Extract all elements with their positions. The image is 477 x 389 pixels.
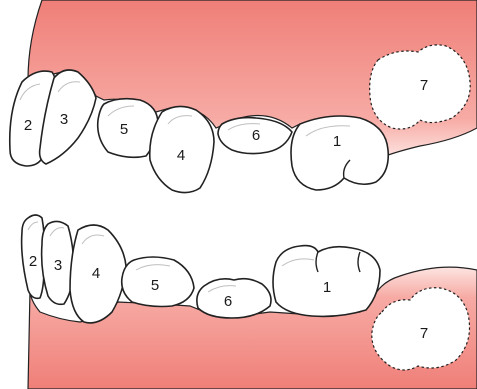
lower-tooth-5: 5: [122, 257, 194, 307]
lower-tooth-1-label: 1: [323, 279, 331, 296]
upper-tooth-1: 1: [291, 116, 388, 190]
lower-tooth-4-label: 4: [92, 265, 100, 282]
upper-tooth-6-label: 6: [252, 127, 260, 144]
upper-tooth-2-label: 2: [24, 117, 32, 134]
upper-tooth-7: 7: [370, 45, 471, 129]
lower-tooth-7-label: 7: [420, 325, 428, 342]
upper-tooth-3-label: 3: [60, 111, 68, 128]
upper-tooth-1-label: 1: [333, 133, 341, 150]
lower-tooth-1: 1: [273, 246, 380, 317]
upper-tooth-7-label: 7: [420, 77, 428, 94]
upper-tooth-5: 5: [98, 99, 158, 158]
upper-tooth-6: 6: [218, 118, 292, 154]
lower-tooth-6-label: 6: [224, 293, 232, 310]
lower-tooth-2-label: 2: [29, 253, 37, 270]
lower-tooth-3: 3: [42, 221, 74, 304]
lower-tooth-3-label: 3: [54, 257, 62, 274]
lower-tooth-6: 6: [197, 279, 271, 318]
upper-tooth-5-label: 5: [120, 121, 128, 138]
upper-tooth-4: 4: [150, 106, 214, 192]
lower-tooth-5-label: 5: [151, 277, 159, 294]
upper-tooth-4-label: 4: [177, 147, 185, 164]
